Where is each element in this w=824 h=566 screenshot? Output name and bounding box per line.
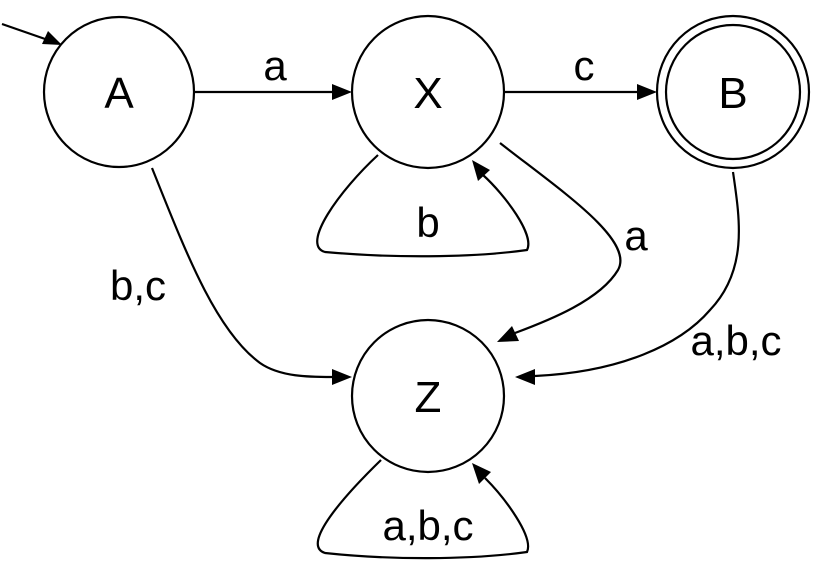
state-a: A (42, 15, 196, 169)
label-x-self-loop: b (416, 199, 439, 246)
state-a-label: A (104, 69, 134, 118)
label-b-to-z: a,b,c (690, 317, 781, 364)
start-arrow (1, 22, 62, 45)
label-x-to-z: a (624, 212, 648, 259)
state-x: X (350, 14, 506, 170)
edge-a-to-z (150, 167, 352, 385)
label-z-self-loop: a,b,c (382, 502, 473, 549)
accepting-ring (664, 23, 802, 161)
edge-b-to-z (515, 171, 740, 385)
state-b: B (655, 14, 811, 170)
edge-a-to-x (195, 84, 352, 100)
state-z-label: Z (415, 373, 442, 422)
state-x-label: X (413, 69, 442, 118)
edge-x-self-loop (316, 154, 530, 258)
label-a-to-x: a (263, 42, 287, 89)
edge-x-to-z (497, 142, 622, 342)
edge-z-self-loop (316, 459, 530, 560)
edge-x-to-b (505, 84, 657, 100)
label-x-to-b: c (574, 42, 595, 89)
state-b-label: B (718, 69, 747, 118)
label-a-to-z: b,c (110, 262, 166, 309)
state-z: Z (350, 318, 506, 474)
